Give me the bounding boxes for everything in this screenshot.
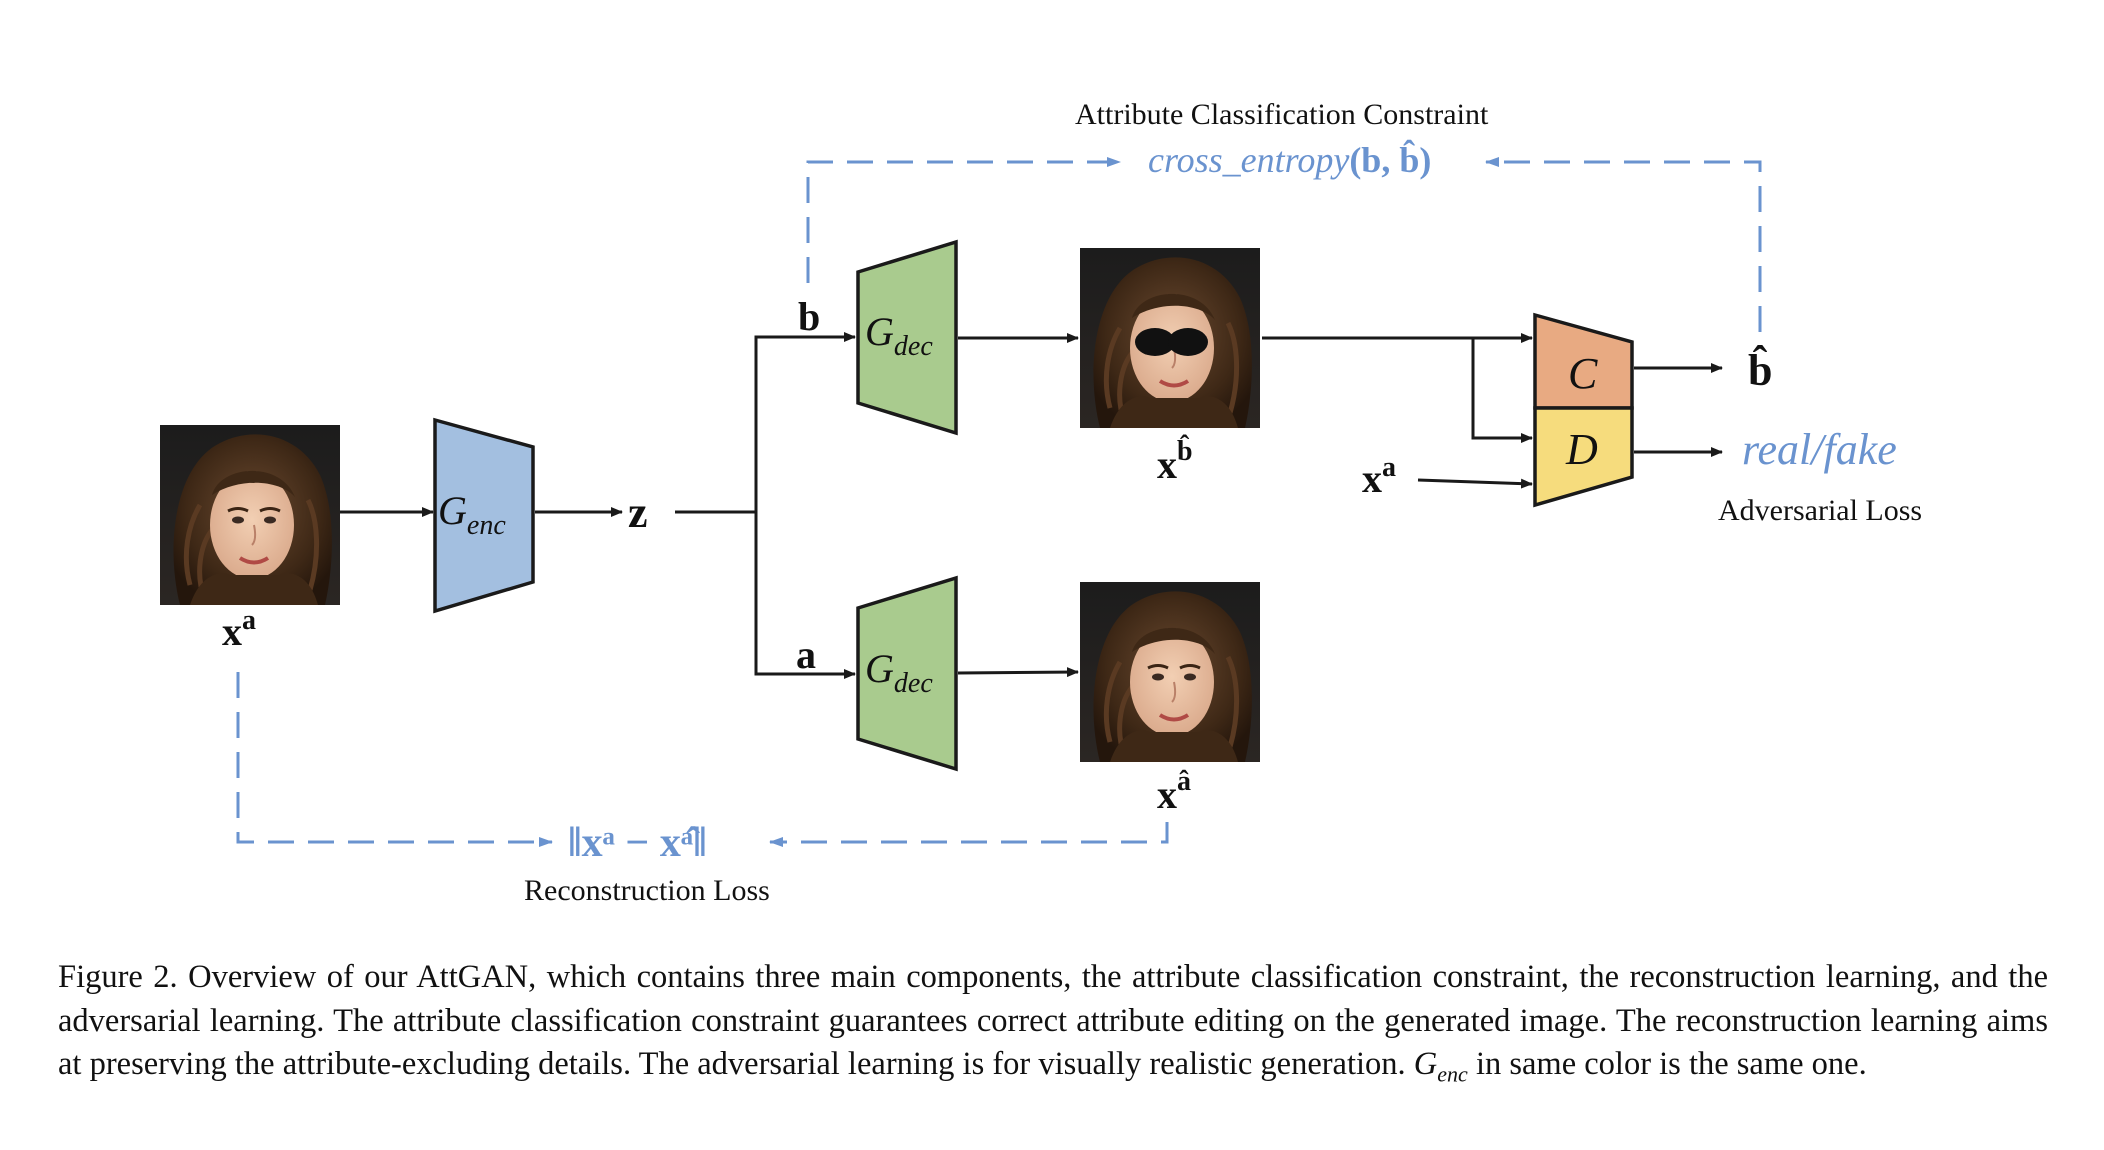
attr-a-label: a [796, 632, 816, 677]
input-face-image [160, 425, 340, 605]
input-x-label: xa [222, 605, 256, 654]
figure-caption: Figure 2. Overview of our AttGAN, which … [58, 956, 2048, 1096]
arrow-dec-bottom-to-image [957, 667, 1079, 678]
dashed-bhat-to-cross-entropy [1485, 157, 1762, 332]
decoder-top-block [856, 239, 958, 436]
decoder-bottom-block [856, 575, 958, 772]
disc-input-x-label: xa [1362, 452, 1396, 501]
branch-top [754, 332, 856, 512]
decoder-bottom-label: Gdec [865, 646, 933, 699]
attr-b-label: b [798, 294, 820, 339]
reconstruction-loss-title: Reconstruction Loss [524, 874, 770, 907]
b-hat-output-label: b̂ [1748, 345, 1772, 395]
arrow-to-discriminator-top [1471, 338, 1533, 443]
branch-bottom [754, 512, 856, 679]
caption-tail: in same color is the same one. [1467, 1046, 1867, 1082]
encoder-block [433, 417, 535, 614]
decoder-top-label: Gdec [865, 309, 933, 362]
caption-text: Figure 2. Overview of our AttGAN, which … [58, 959, 2048, 1082]
real-fake-label: real/fake [1742, 425, 1897, 474]
arrow-xa-to-discriminator [1417, 478, 1533, 489]
reconstructed-face-image [1080, 582, 1260, 762]
latent-z-label: z [628, 488, 648, 537]
caption-genc: Genc [1413, 1046, 1468, 1087]
edited-face-image [1080, 248, 1260, 428]
dashed-xahat-to-recon [769, 822, 1169, 847]
discriminator-label: D [1565, 425, 1598, 474]
edited-x-label: xb̂ [1157, 435, 1193, 487]
dashed-b-to-cross-entropy [806, 157, 1121, 283]
solid-connectors [340, 332, 1723, 679]
dashed-connectors [236, 157, 1762, 847]
dashed-xa-to-recon [236, 672, 553, 847]
sunglasses-icon [1135, 328, 1208, 356]
adversarial-loss-title: Adversarial Loss [1718, 494, 1922, 527]
recon-formula-label: ‖xᵃ − xᵃ̂‖ [568, 820, 707, 866]
encoder-label: Genc [438, 488, 506, 541]
cross-entropy-label: cross_entropy(b, b̂) [1148, 139, 1431, 180]
attr-constraint-title: Attribute Classification Constraint [1075, 98, 1489, 131]
classifier-label: C [1568, 349, 1598, 398]
discriminator-block [1533, 406, 1634, 508]
reconstructed-x-label: xâ [1157, 766, 1191, 817]
